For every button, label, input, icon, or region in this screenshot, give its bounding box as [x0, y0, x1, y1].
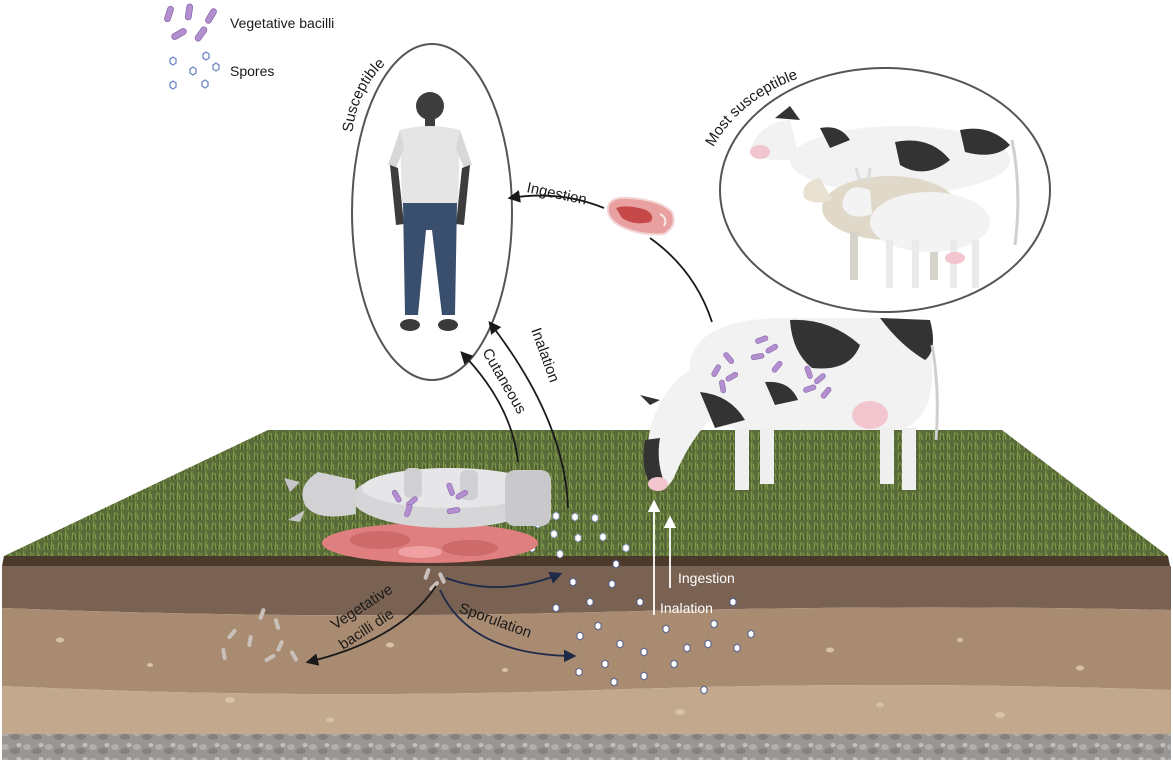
soil-lower-layer — [2, 685, 1171, 738]
animal-inhalation-label: Inalation — [660, 600, 713, 616]
animal-ingestion-label: Ingestion — [678, 570, 735, 586]
meat-ingestion-label: Ingestion — [525, 179, 588, 208]
grass-field — [4, 430, 1168, 556]
legend-spores-label: Spores — [230, 63, 274, 79]
spores-legend-icon — [170, 52, 219, 89]
meat-steak-icon — [608, 198, 674, 235]
soil-middle-layer — [2, 607, 1171, 694]
blood-pool — [322, 523, 538, 563]
cow-to-meat-line — [650, 238, 712, 322]
legend-bacilli-label: Vegetative bacilli — [230, 15, 334, 31]
animal-hosts: Most susceptible — [702, 66, 1050, 312]
ground-block — [2, 430, 1171, 760]
bacilli-legend-icon — [164, 4, 218, 43]
legend: Vegetative bacilli Spores — [164, 4, 335, 89]
gravel-layer — [2, 734, 1171, 760]
grass-edge — [2, 556, 1170, 566]
inhalation-human-label: Inalation — [527, 326, 562, 385]
human-host: Susceptible — [340, 44, 512, 380]
